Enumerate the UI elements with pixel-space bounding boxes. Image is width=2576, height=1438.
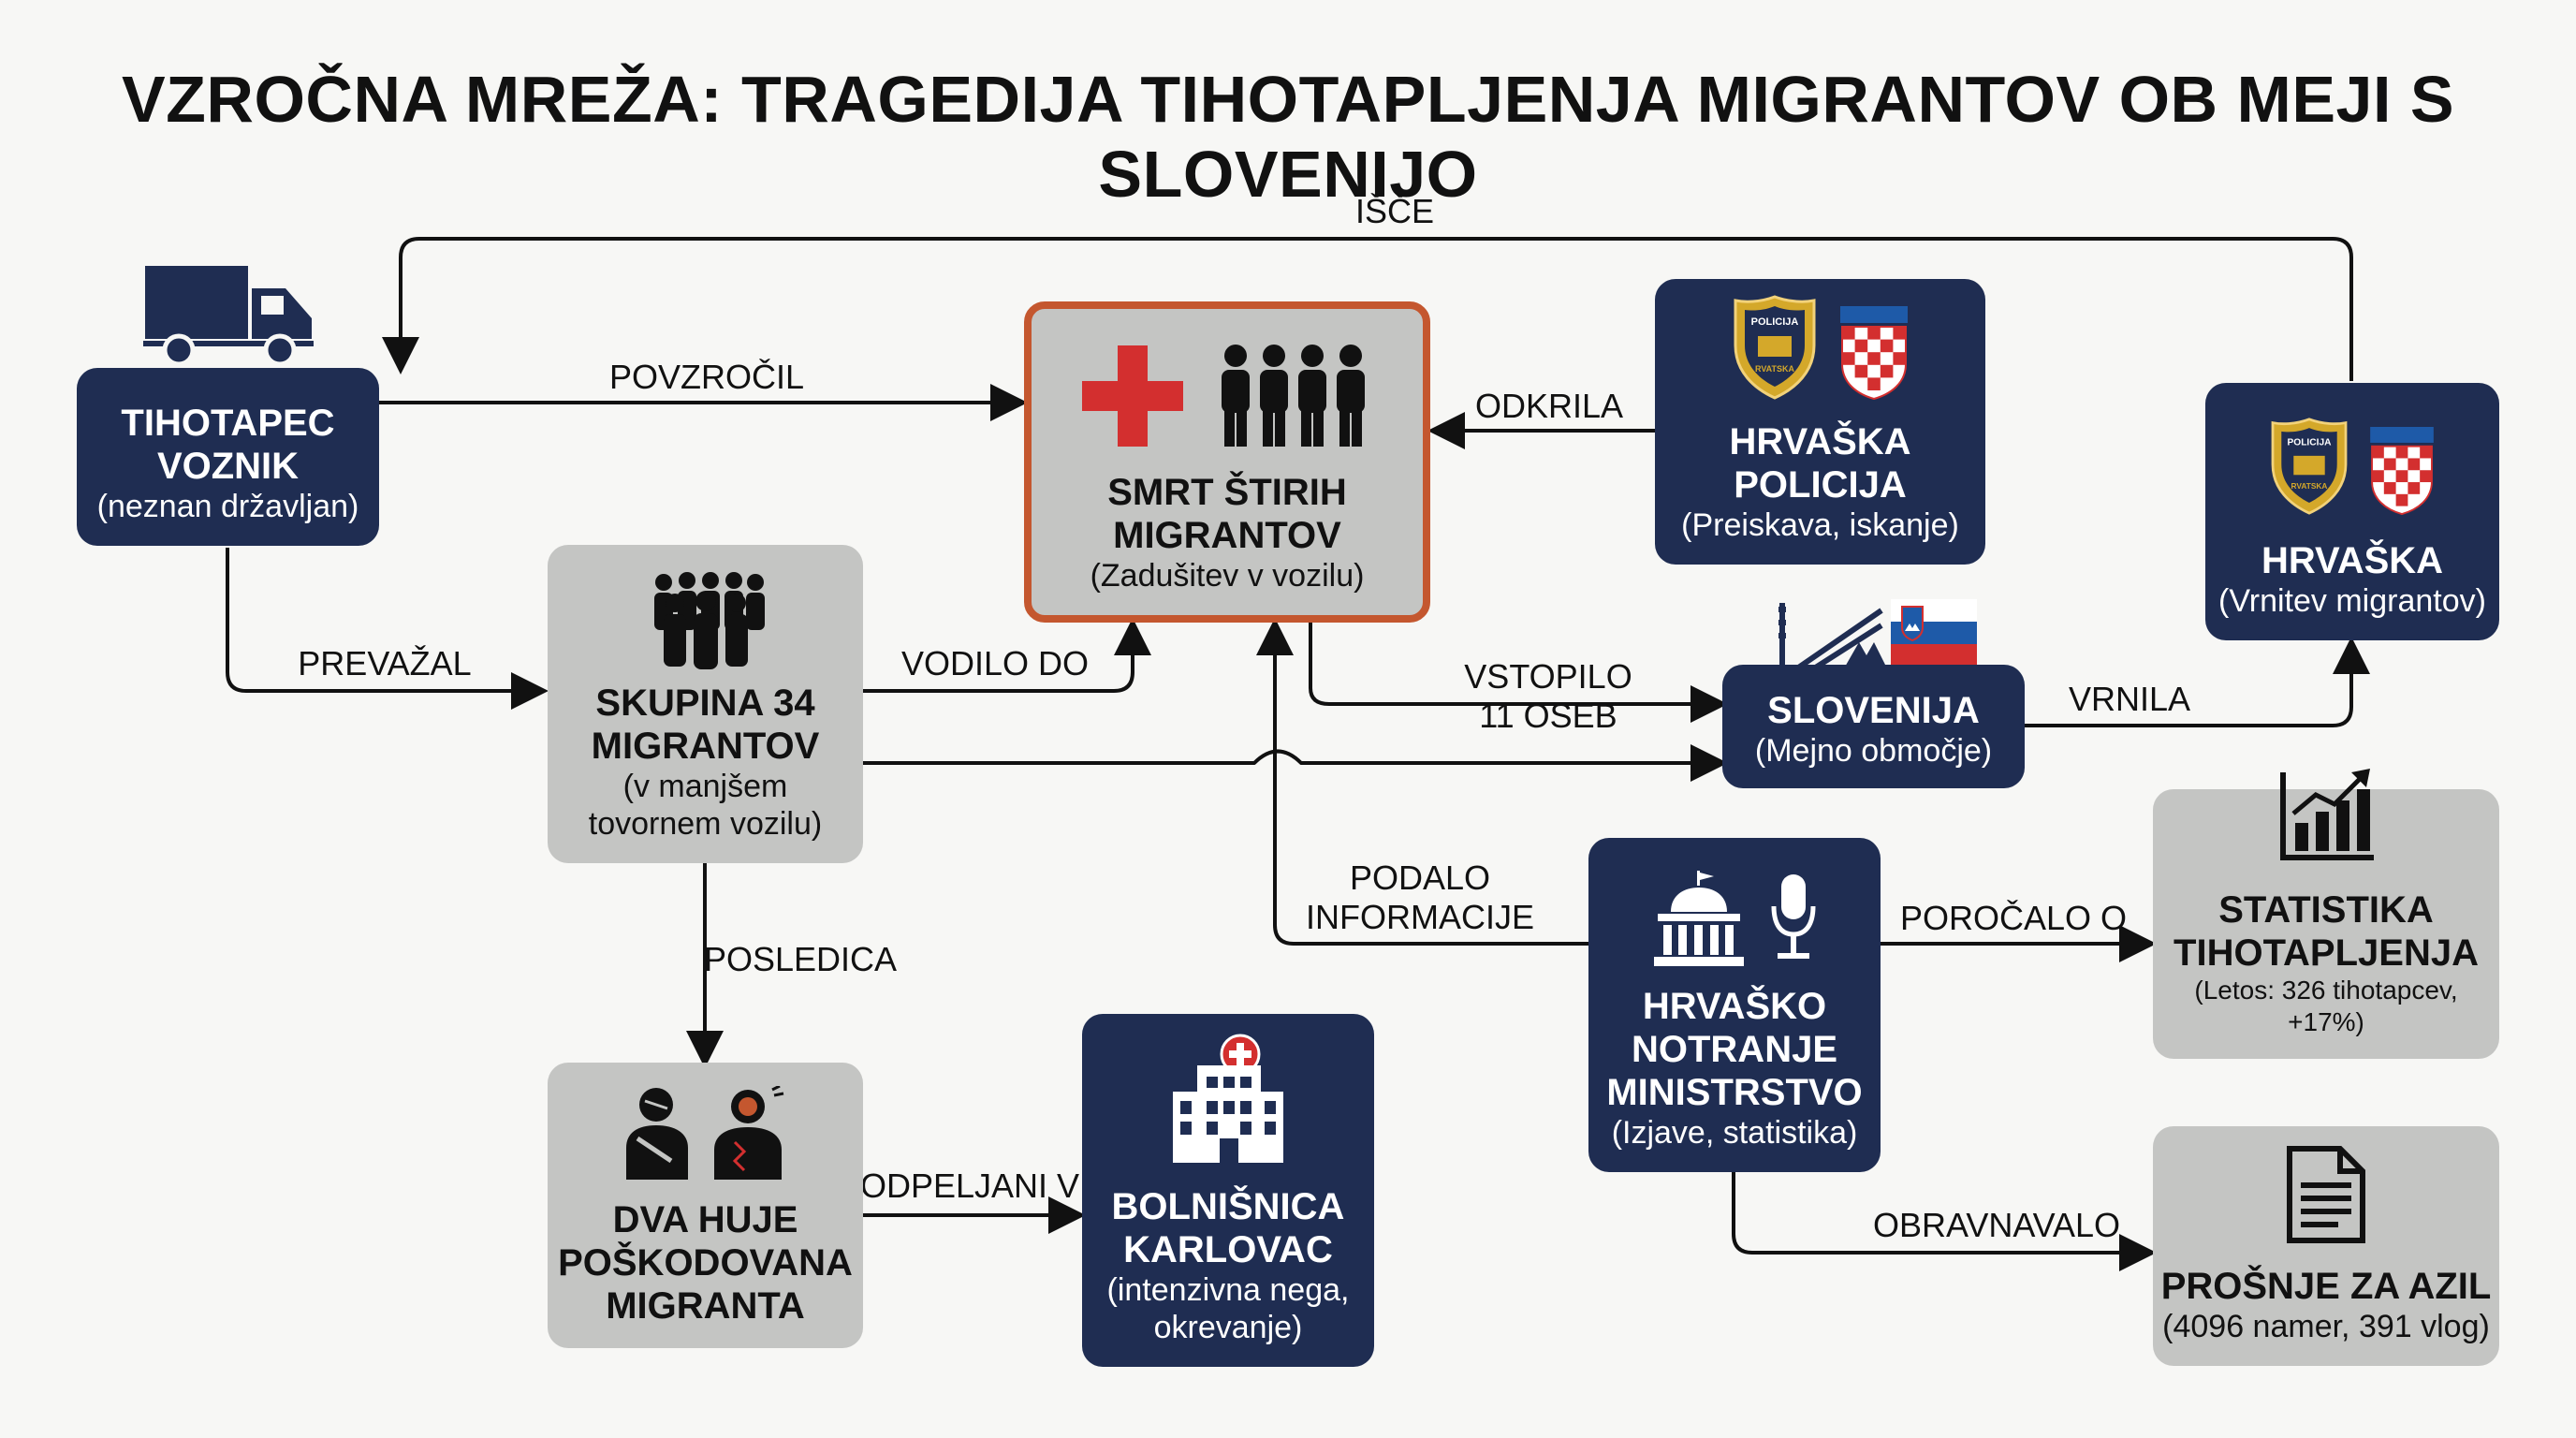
node-hospital-subtitle: (intenzivna nega, okrevanje) [1106, 1272, 1350, 1345]
node-croatia[interactable]: POLICIJA RVATSKA HRVAŠKA (Vrnitev migran… [2205, 383, 2499, 640]
bar-chart-icon [2280, 769, 2374, 860]
node-group-subtitle: (v manjšem tovornem vozilu) [588, 769, 823, 842]
slovenian-flag-icon [1891, 599, 1977, 671]
edge-label-isce: IŠČE [1354, 192, 1435, 230]
edge-label-vrnila: VRNILA [2068, 680, 2191, 718]
police-badge-icon: POLICIJA RVATSKA [2271, 418, 2348, 515]
police-badge-icon: POLICIJA RVATSKA [1734, 295, 1815, 400]
edge-label-prevazal: PREVAŽAL [298, 644, 472, 682]
diagram-title: VZROČNA MREŽA: TRAGEDIJA TIHOTAPLJENJA M… [121, 63, 2455, 211]
document-icon [2287, 1146, 2365, 1243]
node-asylum-subtitle: (4096 namer, 391 vlog) [2162, 1309, 2490, 1344]
croatian-coat-of-arms-icon [1839, 306, 1908, 400]
edge-podalo [1256, 618, 1588, 946]
edge-label-vstopilo: VSTOPILO 11 OSEB [1464, 657, 1632, 735]
node-death-subtitle: (Zadušitev v vozilu) [1090, 558, 1365, 594]
croatia-badge-text: POLICIJA [2287, 438, 2332, 448]
node-death[interactable]: SMRT ŠTIRIH MIGRANTOV (Zadušitev v vozil… [1024, 301, 1430, 623]
node-slovenia-subtitle: (Mejno območje) [1754, 733, 1993, 769]
edge-prevazal [226, 548, 549, 710]
node-ministry-title: HRVAŠKO NOTRANJE MINISTRSTVO [1606, 986, 1863, 1113]
node-hospital[interactable]: BOLNIŠNICA KARLOVAC (intenzivna nega, ok… [1082, 1014, 1374, 1367]
croatian-flag-icon [2370, 427, 2434, 515]
node-driver[interactable]: TIHOTAPEC VOZNIK (neznan državljan) [77, 368, 379, 546]
edge-label-posledica: POSLEDICA [703, 940, 898, 978]
node-stats[interactable]: STATISTIKA TIHOTAPLJENJA (Letos: 326 tih… [2153, 769, 2499, 1059]
edge-label-povzrocil: POVZROČIL [608, 358, 805, 396]
node-slovenia[interactable]: SLOVENIJA (Mejno območje) [1722, 665, 2025, 788]
edge-vstopilo [1309, 623, 1728, 723]
node-asylum[interactable]: PROŠNJE ZA AZIL (4096 namer, 391 vlog) [2153, 1126, 2499, 1366]
node-croatia-title: HRVAŠKA [2261, 540, 2444, 581]
node-injured-title: DVA HUJE POŠKODOVANA MIGRANTA [558, 1199, 853, 1327]
edge-label-odkrila: ODKRILA [1474, 387, 1624, 425]
node-slovenia-title: SLOVENIJA [1767, 690, 1980, 731]
node-group-title: SKUPINA 34 MIGRANTOV [591, 682, 820, 767]
node-stats-subtitle: (Letos: 326 tihotapcev, +17%) [2194, 976, 2458, 1036]
edge-vodilo [863, 618, 1151, 693]
microphone-icon [1771, 874, 1816, 959]
node-police-subtitle: (Preiskava, iskanje) [1681, 507, 1959, 543]
four-people-icon [1222, 345, 1365, 447]
node-driver-title: TIHOTAPEC VOZNIK [121, 403, 335, 487]
edge-label-porocalo: POROČALO O [1899, 899, 2128, 937]
node-driver-subtitle: (neznan državljan) [96, 489, 359, 524]
edge-label-obravnavalo: OBRAVNAVALO [1872, 1206, 2121, 1244]
edge-isce [382, 237, 2353, 381]
node-police-title: HRVAŠKA POLICIJA [1729, 421, 1911, 506]
node-group[interactable]: SKUPINA 34 MIGRANTOV (v manjšem tovornem… [548, 545, 863, 863]
node-stats-title: STATISTIKA TIHOTAPLJENJA [2174, 889, 2479, 974]
node-asylum-title: PROŠNJE ZA AZIL [2160, 1266, 2492, 1307]
edge-label-vodilo: VODILO DO [900, 644, 1090, 682]
edge-obravnavalo [1732, 1172, 2157, 1271]
crowd-icon [653, 572, 765, 669]
edge-group-slovenia [863, 744, 1728, 782]
injured-person-red-icon [713, 1086, 783, 1180]
edge-label-odpeljani: ODPELJANI V [859, 1167, 1080, 1205]
node-ministry[interactable]: HRVAŠKO NOTRANJE MINISTRSTVO (Izjave, st… [1588, 838, 1881, 1172]
node-hospital-title: BOLNIŠNICA KARLOVAC [1111, 1186, 1345, 1270]
police-badge-subtext: RVATSKA [1754, 364, 1794, 374]
government-building-icon [1654, 871, 1744, 966]
edge-vrnila [2025, 637, 2370, 727]
truck-icon [143, 262, 317, 372]
edge-label-podalo: PODALO INFORMACIJE [1305, 858, 1535, 936]
node-police[interactable]: POLICIJA RVATSKA HRVAŠKA POLICIJA (Preis… [1655, 279, 1985, 565]
node-injured[interactable]: DVA HUJE POŠKODOVANA MIGRANTA [548, 1063, 863, 1348]
hospital-icon [1173, 1034, 1283, 1163]
node-ministry-subtitle: (Izjave, statistika) [1611, 1115, 1858, 1151]
node-croatia-subtitle: (Vrnitev migrantov) [2218, 583, 2486, 619]
croatia-badge-subtext: RVATSKA [2291, 481, 2328, 491]
node-death-title: SMRT ŠTIRIH MIGRANTOV [1107, 472, 1347, 556]
police-badge-text: POLICIJA [1750, 316, 1798, 328]
medical-cross-icon [1082, 345, 1183, 447]
border-barrier-icon [1777, 597, 1889, 673]
injured-person-icon [625, 1088, 688, 1180]
